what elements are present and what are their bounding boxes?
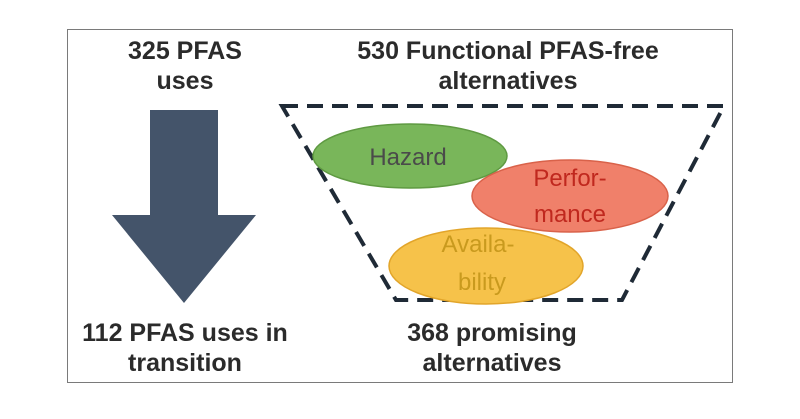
hazard-label: Hazard xyxy=(369,144,446,171)
hazard-ellipse: Hazard xyxy=(312,123,508,189)
availability-line2: bility xyxy=(458,269,506,296)
label-pfas-uses: 325 PFAS uses xyxy=(100,36,270,96)
label-uses-in-transition-line2: transition xyxy=(128,349,242,377)
label-functional-alternatives-line2: alternatives xyxy=(438,67,578,95)
label-uses-in-transition-line1: 112 PFAS uses in xyxy=(82,319,288,347)
funnel-outline xyxy=(278,104,728,302)
label-promising-alternatives-line2: alternatives xyxy=(422,349,562,377)
performance-line1: Perfor- xyxy=(533,165,606,192)
availability-line1: Availa- xyxy=(442,231,515,258)
performance-ellipse: Perfor- mance xyxy=(471,159,669,233)
label-functional-alternatives: 530 Functional PFAS-free alternatives xyxy=(318,36,698,96)
availability-ellipse: Availa- bility xyxy=(388,227,584,305)
label-uses-in-transition: 112 PFAS uses in transition xyxy=(70,318,300,378)
down-arrow xyxy=(112,110,256,303)
label-promising-alternatives-line1: 368 promising xyxy=(407,319,577,347)
label-functional-alternatives-line1: 530 Functional PFAS-free xyxy=(357,37,659,65)
label-pfas-uses-line2: uses xyxy=(156,67,214,95)
performance-line2: mance xyxy=(534,201,606,228)
label-promising-alternatives: 368 promising alternatives xyxy=(362,318,622,378)
label-pfas-uses-line1: 325 PFAS xyxy=(128,37,242,65)
